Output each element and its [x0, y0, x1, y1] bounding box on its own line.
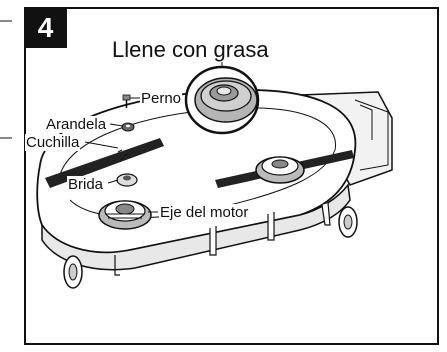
spindle-right-pulley — [255, 156, 305, 184]
mount-tab-3 — [321, 202, 331, 226]
mount-tab-1 — [209, 226, 217, 256]
front-wheel-left — [63, 255, 83, 289]
step-number-badge: 4 — [24, 7, 67, 48]
front-wheel-right — [338, 206, 358, 238]
callout-bolt: Perno — [140, 90, 183, 107]
callout-blade: Cuchilla — [25, 134, 81, 151]
callout-flange: Brida — [67, 176, 105, 193]
leader-flange — [107, 179, 119, 184]
mount-tab-2 — [267, 212, 275, 241]
flange-part — [116, 173, 138, 187]
callout-grease: Llene con grasa — [112, 37, 269, 62]
blade-left — [45, 138, 164, 188]
grease-fitting-inset — [184, 65, 260, 135]
callout-spindle: Eje del motor — [159, 204, 250, 221]
leader-washer — [109, 123, 124, 127]
leader-blade — [84, 141, 119, 149]
spindle-left-pulley — [98, 200, 152, 230]
callout-washer: Arandela — [45, 116, 108, 133]
